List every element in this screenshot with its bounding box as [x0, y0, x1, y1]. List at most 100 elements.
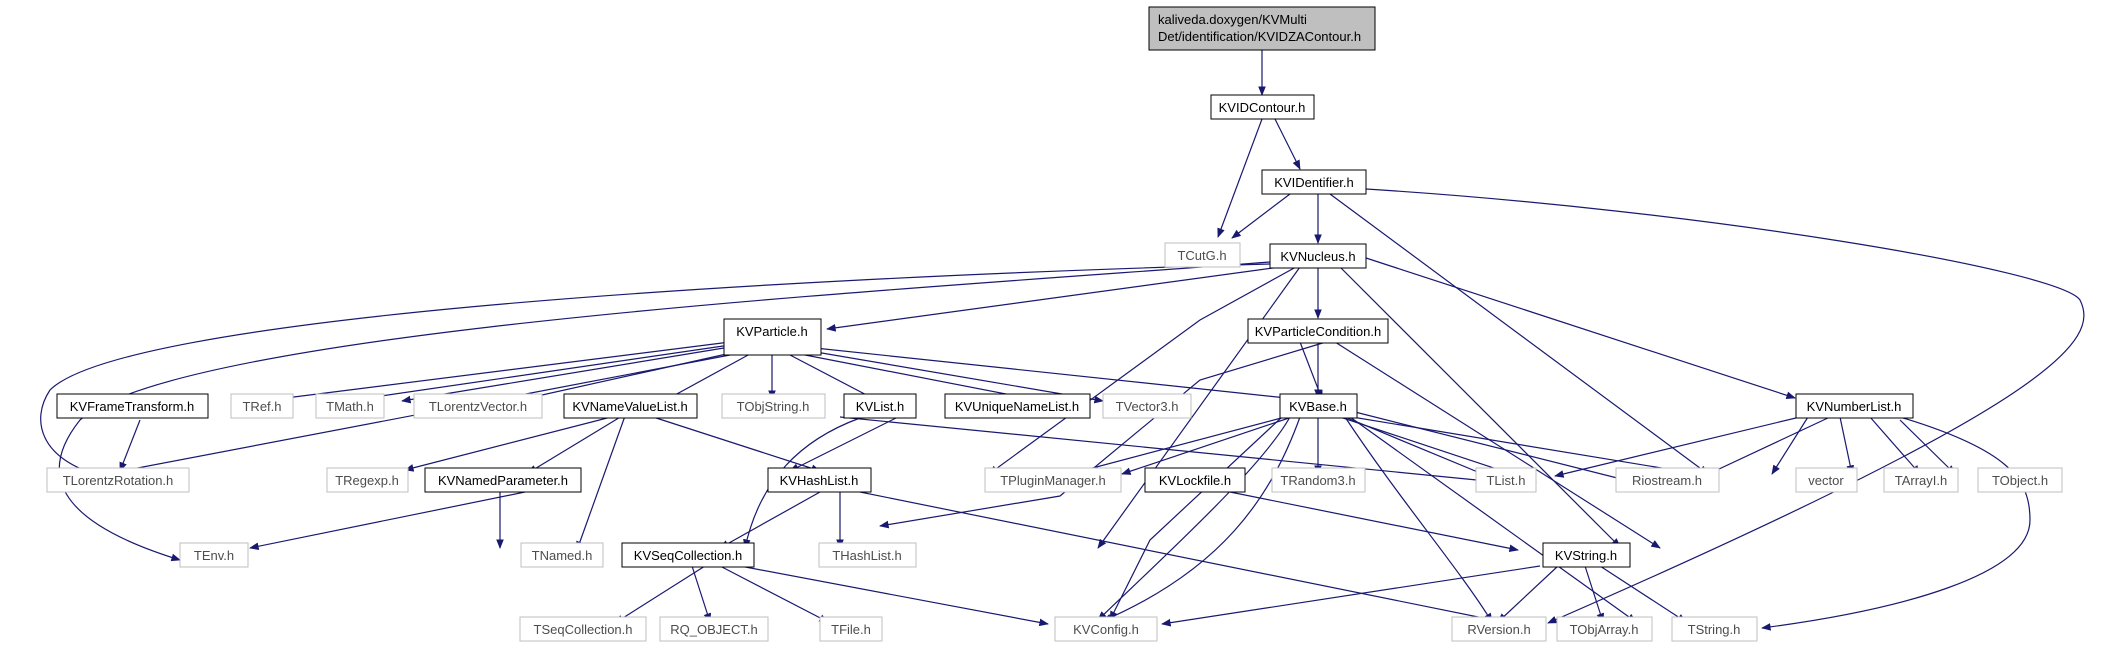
- node-kvuniquenamelist[interactable]: KVUniqueNameList.h: [944, 393, 1091, 419]
- node-kvparticlecondition[interactable]: KVParticleCondition.h: [1247, 318, 1389, 344]
- node-label: TObject.h: [1992, 473, 2048, 488]
- edge: [576, 415, 626, 551]
- node-tarrayi[interactable]: TArrayI.h: [1883, 467, 1959, 493]
- node-kvparticle[interactable]: KVParticle.h: [723, 318, 822, 356]
- edge: [1701, 416, 1831, 478]
- edge: [1097, 266, 1301, 549]
- edge: [1217, 118, 1263, 238]
- node-label: TMath.h: [326, 399, 374, 414]
- node-tvector3[interactable]: TVector3.h: [1102, 393, 1192, 419]
- node-rq-object[interactable]: RQ_OBJECT.h: [659, 616, 769, 642]
- node-tref[interactable]: TRef.h: [230, 393, 294, 419]
- node-kvnamedparameter[interactable]: KVNamedParameter.h: [424, 467, 582, 493]
- node-kvstring[interactable]: KVString.h: [1542, 542, 1631, 568]
- edge: [1339, 266, 1621, 548]
- node-label: KVParticleCondition.h: [1255, 324, 1381, 339]
- edge: [814, 347, 1316, 404]
- node-label: KVFrameTransform.h: [70, 399, 195, 414]
- edge: [1329, 193, 1709, 475]
- node-label: KVString.h: [1555, 548, 1617, 563]
- edge: [1069, 416, 1286, 476]
- root-node[interactable]: kaliveda.doxygen/KVMulti Det/identificat…: [1148, 6, 1376, 51]
- edge: [809, 350, 1104, 404]
- node-trandom3[interactable]: TRandom3.h: [1271, 467, 1366, 493]
- node-label: KVList.h: [856, 399, 904, 414]
- node-tlorentzrotation[interactable]: TLorentzRotation.h: [46, 467, 190, 493]
- node-tnamed[interactable]: TNamed.h: [520, 542, 604, 568]
- node-label: TPluginManager.h: [1000, 473, 1106, 488]
- node-tobjarray[interactable]: TObjArray.h: [1556, 616, 1653, 642]
- edge: [649, 415, 821, 472]
- edge: [1771, 416, 1809, 475]
- node-label: KVLockfile.h: [1159, 473, 1231, 488]
- node-kvidentifier[interactable]: KVIDentifier.h: [1261, 169, 1367, 195]
- node-tobject[interactable]: TObject.h: [1977, 467, 2063, 493]
- node-label: TLorentzRotation.h: [63, 473, 174, 488]
- node-rversion[interactable]: RVersion.h: [1451, 616, 1547, 642]
- edge: [527, 415, 623, 474]
- node-kvnumberlist[interactable]: KVNumberList.h: [1795, 393, 1914, 419]
- node-tlorentzvector[interactable]: TLorentzVector.h: [413, 393, 543, 419]
- node-label: TCutG.h: [1177, 248, 1226, 263]
- node-label: TRandom3.h: [1280, 473, 1355, 488]
- node-label: Riostream.h: [1632, 473, 1702, 488]
- edge: [1839, 416, 1854, 475]
- node-label: KVHashList.h: [780, 473, 859, 488]
- edge: [1899, 419, 1956, 475]
- node-label: TObjArray.h: [1570, 622, 1639, 637]
- edge: [249, 491, 526, 551]
- node-tfile[interactable]: TFile.h: [819, 616, 883, 642]
- edge: [719, 565, 829, 623]
- edge: [988, 266, 1297, 475]
- edge: [1102, 416, 1301, 622]
- edge: [719, 491, 821, 549]
- node-label: THashList.h: [832, 548, 901, 563]
- node-tobjstring[interactable]: TObjString.h: [721, 393, 826, 419]
- node-label: TArrayI.h: [1895, 473, 1948, 488]
- node-tlist[interactable]: TList.h: [1475, 467, 1537, 493]
- node-kvframetransform[interactable]: KVFrameTransform.h: [56, 393, 209, 419]
- node-thashlist[interactable]: THashList.h: [818, 542, 917, 568]
- node-tstring[interactable]: TString.h: [1671, 616, 1758, 642]
- node-kvnamevaluelist[interactable]: KVNameValueList.h: [563, 393, 698, 419]
- edge: [1299, 341, 1323, 400]
- edge: [1584, 565, 1605, 623]
- edge: [1365, 257, 1796, 399]
- edge: [691, 565, 712, 623]
- node-kvlist[interactable]: KVList.h: [843, 393, 917, 419]
- edge: [789, 354, 879, 402]
- node-label: TFile.h: [831, 622, 871, 637]
- edge: [839, 416, 1498, 485]
- edge: [1161, 565, 1541, 627]
- edge: [1229, 491, 1519, 553]
- edge: [743, 417, 861, 549]
- node-riostream[interactable]: Riostream.h: [1615, 467, 1720, 493]
- node-kvlockfile[interactable]: KVLockfile.h: [1144, 467, 1246, 493]
- edge: [1761, 416, 2031, 631]
- root-label-line2: Det/identification/KVIDZAContour.h: [1158, 29, 1361, 44]
- node-kvseqcollection[interactable]: KVSeqCollection.h: [621, 542, 755, 568]
- edge: [826, 266, 1281, 332]
- node-tregexp[interactable]: TRegexp.h: [326, 467, 409, 493]
- edge: [1599, 565, 1687, 623]
- node-tseqcollection[interactable]: TSeqCollection.h: [519, 616, 647, 642]
- node-kvidcontour[interactable]: KVIDContour.h: [1210, 94, 1315, 120]
- node-label: RVersion.h: [1467, 622, 1530, 637]
- edge: [1109, 416, 1283, 621]
- node-label: KVNumberList.h: [1807, 399, 1902, 414]
- node-tenv[interactable]: TEnv.h: [179, 542, 249, 568]
- edge: [859, 491, 1504, 625]
- node-tcutg[interactable]: TCutG.h: [1164, 242, 1241, 268]
- node-kvbase[interactable]: KVBase.h: [1279, 393, 1358, 419]
- node-label: KVIDContour.h: [1219, 100, 1306, 115]
- edge: [1334, 341, 1661, 549]
- node-kvconfig[interactable]: KVConfig.h: [1054, 616, 1158, 642]
- root-label-line1: kaliveda.doxygen/KVMulti: [1158, 12, 1307, 27]
- node-tmath[interactable]: TMath.h: [315, 393, 385, 419]
- node-kvnucleus[interactable]: KVNucleus.h: [1269, 243, 1367, 269]
- node-kvhashlist[interactable]: KVHashList.h: [767, 467, 872, 493]
- edge: [663, 353, 751, 402]
- node-vector[interactable]: vector: [1795, 467, 1858, 493]
- node-tpluginmanager[interactable]: TPluginManager.h: [984, 467, 1122, 493]
- node-label: KVNucleus.h: [1280, 249, 1355, 264]
